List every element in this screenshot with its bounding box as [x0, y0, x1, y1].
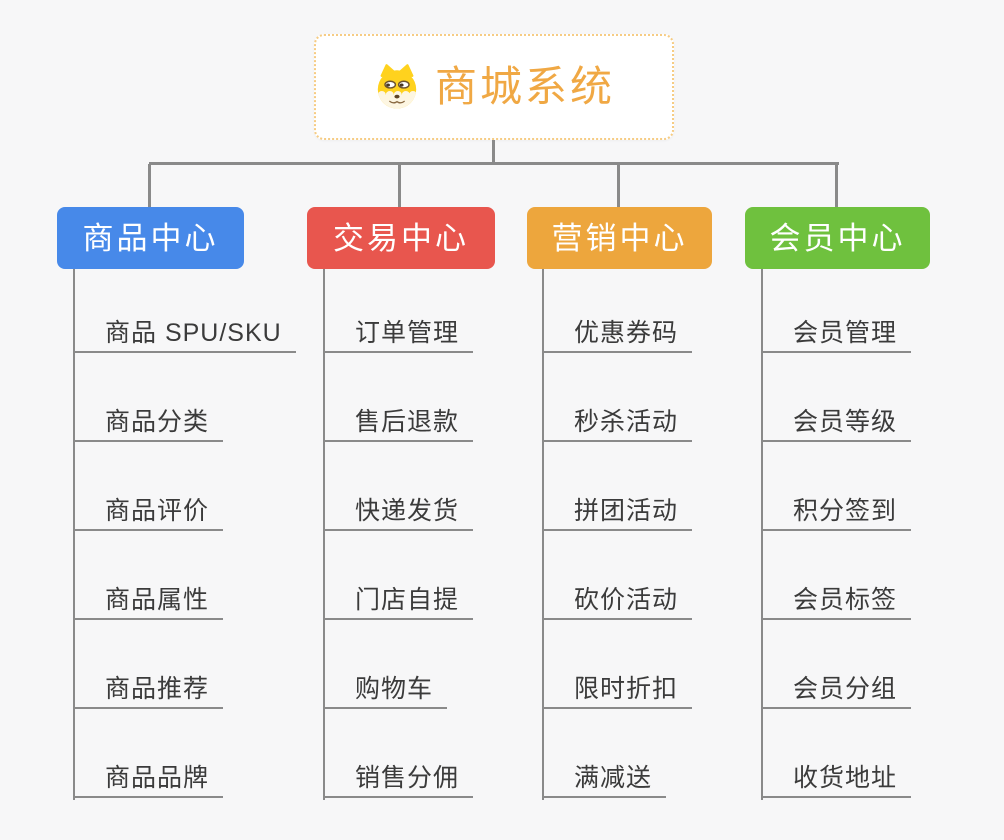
- leaf-node[interactable]: 砍价活动: [542, 585, 693, 620]
- connector-trunk: [761, 269, 763, 800]
- connector-drop: [835, 164, 838, 207]
- root-title: 商城系统: [434, 63, 615, 110]
- connector-trunk: [542, 269, 544, 800]
- leaf-node[interactable]: 订单管理: [323, 318, 474, 353]
- leaf-node[interactable]: 会员分组: [761, 674, 912, 709]
- leaf-node[interactable]: 商品推荐: [73, 674, 224, 709]
- connector-rail: [149, 162, 839, 165]
- leaf-node[interactable]: 商品品牌: [73, 763, 224, 798]
- shiba-dog-icon: [377, 64, 417, 109]
- branch-header-trade[interactable]: 交易中心: [307, 207, 495, 269]
- leaf-node[interactable]: 快递发货: [323, 496, 474, 531]
- leaf-node[interactable]: 收货地址: [761, 763, 912, 798]
- branch-header-marketing[interactable]: 营销中心: [527, 207, 712, 269]
- leaf-node[interactable]: 优惠券码: [542, 318, 693, 353]
- leaf-node[interactable]: 会员等级: [761, 407, 912, 442]
- leaf-node[interactable]: 商品评价: [73, 496, 224, 531]
- leaf-node[interactable]: 会员标签: [761, 585, 912, 620]
- connector-drop: [148, 164, 151, 207]
- leaf-node[interactable]: 秒杀活动: [542, 407, 693, 442]
- connector-trunk: [323, 269, 325, 800]
- leaf-node[interactable]: 商品属性: [73, 585, 224, 620]
- branch-header-member[interactable]: 会员中心: [745, 207, 930, 269]
- leaf-node[interactable]: 满减送: [542, 763, 667, 798]
- leaf-node[interactable]: 商品分类: [73, 407, 224, 442]
- connector-drop: [398, 164, 401, 207]
- connector-root-stub: [492, 140, 495, 163]
- branch-header-goods[interactable]: 商品中心: [57, 207, 244, 269]
- connector-trunk: [73, 269, 75, 800]
- leaf-node[interactable]: 销售分佣: [323, 763, 474, 798]
- leaf-node[interactable]: 积分签到: [761, 496, 912, 531]
- leaf-node[interactable]: 拼团活动: [542, 496, 693, 531]
- connector-drop: [617, 164, 620, 207]
- leaf-node[interactable]: 限时折扣: [542, 674, 693, 709]
- leaf-node[interactable]: 门店自提: [323, 585, 474, 620]
- branch-label: 商品中心: [82, 220, 219, 256]
- leaf-node[interactable]: 购物车: [323, 674, 448, 709]
- branch-label: 营销中心: [551, 220, 688, 256]
- root-node[interactable]: 商城系统: [314, 34, 674, 140]
- leaf-node[interactable]: 商品 SPU/SKU: [73, 318, 296, 353]
- branch-label: 会员中心: [769, 220, 906, 256]
- leaf-node[interactable]: 售后退款: [323, 407, 474, 442]
- branch-label: 交易中心: [333, 220, 469, 256]
- leaf-node[interactable]: 会员管理: [761, 318, 912, 353]
